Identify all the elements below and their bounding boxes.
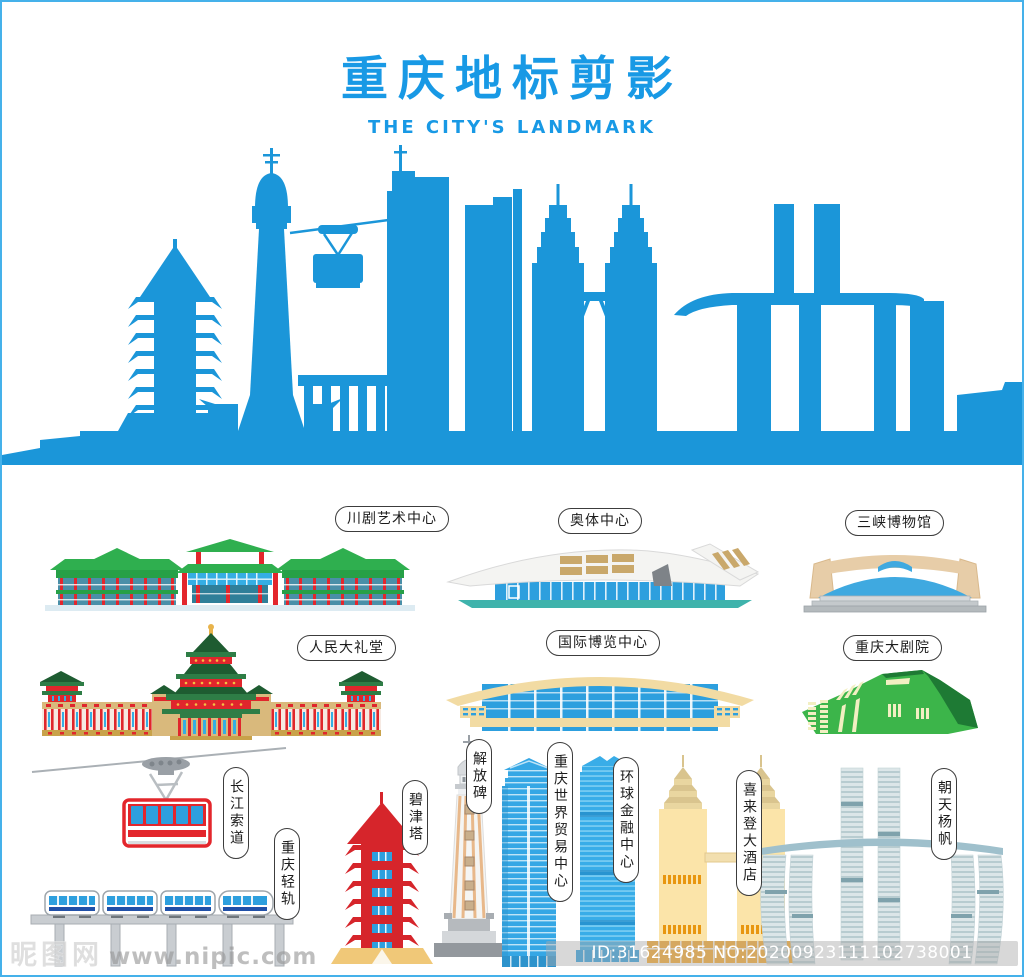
label-international-expo-center: 国际博览中心 [546, 630, 660, 656]
label-yangtze-cableway: 长江索道 [223, 767, 249, 859]
watermark-id-bar: ID:31624985 NO:20200923111102738001 [546, 941, 1018, 966]
label-sheraton-hotel: 喜来登大酒店 [736, 770, 762, 896]
illustration-yangtze-cableway [30, 742, 290, 868]
illustration-olympic-sports-center [440, 534, 770, 616]
illustration-three-gorges-museum [790, 538, 1000, 620]
page-subtitle: THE CITY'S LANDMARK [368, 117, 656, 138]
watermark-site-name: 昵图网 [10, 940, 103, 972]
label-olympic-sports-center: 奥体中心 [558, 508, 642, 534]
label-global-finance-center: 环球金融中心 [613, 757, 639, 883]
label-chongqing-light-rail: 重庆轻轨 [274, 828, 300, 920]
illustration-chaotianmen-sails [757, 738, 1007, 970]
label-bijin-tower: 碧津塔 [402, 780, 428, 855]
illustration-international-expo-center [440, 654, 760, 746]
poster-header: 重庆地标剪影 THE CITY'S LANDMARK [2, 40, 1022, 138]
skyline-silhouette [2, 145, 1022, 465]
page-title: 重庆地标剪影 [341, 52, 683, 107]
illustration-chongqing-grand-theater [790, 654, 995, 748]
label-chaotianmen-sails: 朝天杨帆 [931, 768, 957, 860]
illustration-sheraton-hotel [637, 755, 807, 971]
watermark-site-url: www.nipic.com [109, 944, 318, 970]
illustration-sichuan-opera-art-center [30, 537, 430, 616]
label-liberation-monument: 解放碑 [466, 739, 492, 814]
illustration-peoples-great-hall [24, 622, 399, 748]
label-chongqing-grand-theater: 重庆大剧院 [843, 635, 942, 661]
label-sichuan-opera-art-center: 川剧艺术中心 [335, 506, 449, 532]
illustration-chongqing-light-rail [27, 855, 297, 971]
label-world-trade-center: 重庆世界贸易中心 [547, 742, 573, 902]
label-three-gorges-museum: 三峡博物馆 [845, 510, 944, 536]
label-peoples-great-hall: 人民大礼堂 [297, 635, 396, 661]
illustration-bijin-tower [327, 790, 437, 972]
